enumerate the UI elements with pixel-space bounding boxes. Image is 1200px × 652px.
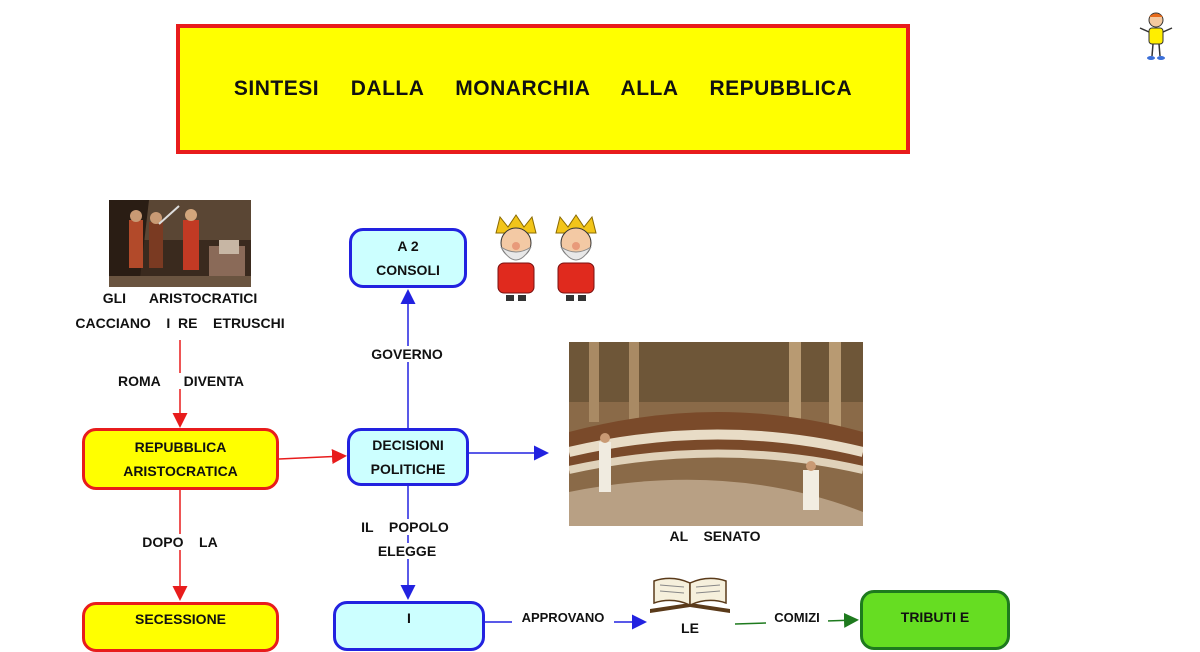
node-decisioni-politiche: DECISIONI POLITICHE xyxy=(347,428,469,486)
label-governo: GOVERNO xyxy=(358,346,456,362)
label-elegge: ELEGGE xyxy=(360,543,454,559)
node-tributi: TRIBUTI E xyxy=(860,590,1010,650)
label-comizi: COMIZI xyxy=(766,610,828,625)
label-le: LE xyxy=(681,620,699,636)
horatii-painting xyxy=(109,200,251,287)
mascot-icon xyxy=(1139,12,1173,60)
page-title: SINTESI DALLA MONARCHIA ALLA REPUBBLICA xyxy=(233,77,853,100)
title-box: SINTESI DALLA MONARCHIA ALLA REPUBBLICA xyxy=(176,24,910,154)
node-repubblica-aristocratica: REPUBBLICA ARISTOCRATICA xyxy=(82,428,279,490)
crowned-king-icon xyxy=(495,214,537,301)
node-consoli: A 2 CONSOLI xyxy=(349,228,467,288)
node-secessione: SECESSIONE xyxy=(82,602,279,652)
aristocratici-line1: GLI ARISTOCRATICI xyxy=(102,290,258,306)
label-dopo-la: DOPO LA xyxy=(120,534,240,550)
node-i: I xyxy=(333,601,485,651)
senate-painting xyxy=(569,342,863,526)
crowned-king-icon xyxy=(555,214,597,301)
label-il-popolo: IL POPOLO xyxy=(340,519,470,535)
open-book-icon xyxy=(650,577,730,613)
label-approvano: APPROVANO xyxy=(512,610,614,625)
label-al-senato: AL SENATO xyxy=(669,528,761,544)
label-roma-diventa: ROMA DIVENTA xyxy=(96,373,266,389)
aristocratici-line2: CACCIANO I RE ETRUSCHI xyxy=(75,315,285,331)
kings-illustration xyxy=(495,214,597,301)
